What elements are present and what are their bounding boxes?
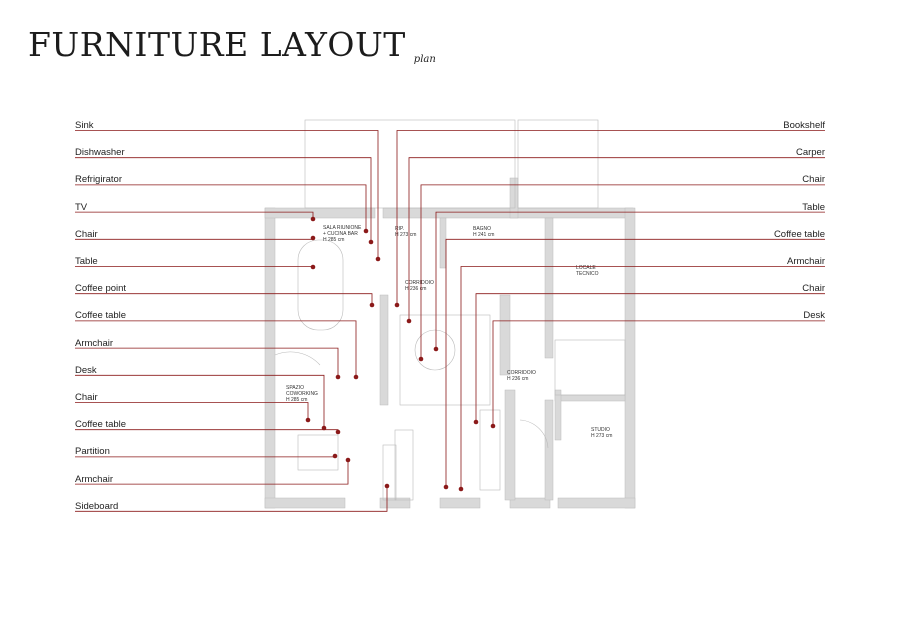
header: FURNITURE LAYOUT plan bbox=[28, 25, 436, 65]
callout-dot bbox=[473, 419, 479, 425]
room-label: CORRIDOIO bbox=[507, 370, 536, 376]
callout-label: Armchair bbox=[75, 473, 114, 485]
leader-line bbox=[75, 374, 325, 428]
leader-line bbox=[435, 211, 825, 349]
leader-line bbox=[408, 157, 825, 321]
leader-line bbox=[75, 486, 388, 512]
callout-label: Sink bbox=[75, 120, 94, 131]
callout-label: Coffee table bbox=[75, 419, 127, 431]
callout-label: Chair bbox=[75, 392, 98, 403]
callout-dot bbox=[369, 302, 375, 308]
walls bbox=[264, 177, 636, 509]
room-label: H 236 cm bbox=[507, 376, 528, 382]
callout-dot bbox=[335, 429, 341, 435]
callout-dot bbox=[458, 486, 464, 492]
callout-dot bbox=[332, 453, 338, 459]
callout-dot bbox=[310, 264, 316, 270]
leader-line bbox=[75, 293, 373, 305]
leader-line bbox=[75, 460, 349, 485]
callout-label: Refrigirator bbox=[75, 174, 122, 186]
room-label: LOCALE bbox=[576, 265, 596, 271]
callout-label: Armchair bbox=[786, 256, 825, 267]
room-label: CORRIDOIO bbox=[405, 280, 434, 286]
callout-dot bbox=[406, 318, 412, 324]
callout-label: Coffee table bbox=[75, 310, 127, 322]
callout-label: Coffee table bbox=[773, 228, 825, 240]
callout-label: Partition bbox=[75, 446, 110, 458]
leader-line bbox=[475, 293, 825, 422]
callout-dot bbox=[394, 302, 400, 308]
callout-label: Chair bbox=[802, 283, 825, 295]
leader-lines bbox=[75, 130, 825, 512]
callout-dot bbox=[418, 356, 424, 362]
callout-dot bbox=[375, 256, 381, 262]
room-label: H 236 cm bbox=[405, 286, 426, 292]
room-label: H 273 cm bbox=[591, 433, 612, 439]
callout-dot bbox=[345, 457, 351, 463]
leader-line bbox=[75, 211, 314, 219]
callout-dot bbox=[363, 228, 369, 234]
callout-dot bbox=[490, 423, 496, 429]
room-label: SALA RIUNIONE bbox=[323, 225, 362, 231]
callout-label: Coffee point bbox=[75, 283, 127, 295]
room-label: COWORKING bbox=[286, 391, 318, 397]
leader-line bbox=[75, 266, 314, 267]
callout-label: Bookshelf bbox=[783, 120, 825, 131]
leader-line bbox=[75, 184, 367, 231]
callout-label: Chair bbox=[75, 228, 98, 240]
callout-label: Desk bbox=[803, 310, 825, 322]
room-label: H 285 cm bbox=[323, 237, 344, 243]
leader-line bbox=[460, 266, 825, 489]
page-subtitle: plan bbox=[413, 54, 436, 65]
room-label: + CUCINA BAR bbox=[323, 231, 358, 237]
callout-dot bbox=[353, 374, 359, 380]
room-label: H 241 cm bbox=[473, 232, 494, 238]
callout-dot bbox=[310, 235, 316, 241]
callout-label: Chair bbox=[802, 174, 825, 186]
callout-dot bbox=[384, 483, 390, 489]
callout-dot bbox=[335, 374, 341, 380]
leader-line bbox=[445, 238, 825, 487]
room-label: H 273 cm bbox=[395, 232, 416, 238]
callout-label: Table bbox=[75, 256, 98, 267]
room-label: RIP. bbox=[395, 226, 404, 232]
leader-line bbox=[75, 402, 309, 420]
leader-line bbox=[396, 130, 825, 305]
leader-line bbox=[75, 130, 379, 259]
callout-dot bbox=[321, 425, 327, 431]
leader-line bbox=[75, 320, 357, 377]
callout-dot bbox=[443, 484, 449, 490]
callout-label: Sideboard bbox=[75, 500, 119, 512]
leader-line bbox=[75, 238, 314, 240]
leader-line bbox=[75, 429, 339, 432]
page-title: FURNITURE LAYOUT bbox=[28, 25, 406, 64]
leader-line bbox=[75, 157, 372, 242]
room-label: BAGNO bbox=[473, 226, 491, 232]
callout-dot bbox=[433, 346, 439, 352]
callout-label: TV bbox=[75, 201, 88, 213]
room-label: H 285 cm bbox=[286, 397, 307, 403]
callout-label: Carper bbox=[795, 147, 825, 159]
leader-line bbox=[492, 320, 825, 426]
leader-line bbox=[420, 184, 825, 359]
room-label: TECNICO bbox=[576, 271, 599, 277]
callout-dot bbox=[305, 417, 311, 423]
callout-label: Desk bbox=[75, 364, 97, 376]
plan-lines bbox=[274, 119, 626, 501]
callout-dot bbox=[310, 216, 316, 222]
room-label: SPAZIO bbox=[286, 385, 304, 391]
room-label: STUDIO bbox=[591, 427, 610, 433]
callout-dot bbox=[368, 239, 374, 245]
callout-label: Dishwasher bbox=[75, 147, 125, 159]
callout-label: Table bbox=[802, 201, 825, 213]
callout-label: Armchair bbox=[75, 337, 114, 349]
leader-line bbox=[75, 347, 339, 377]
leader-line bbox=[75, 456, 336, 458]
